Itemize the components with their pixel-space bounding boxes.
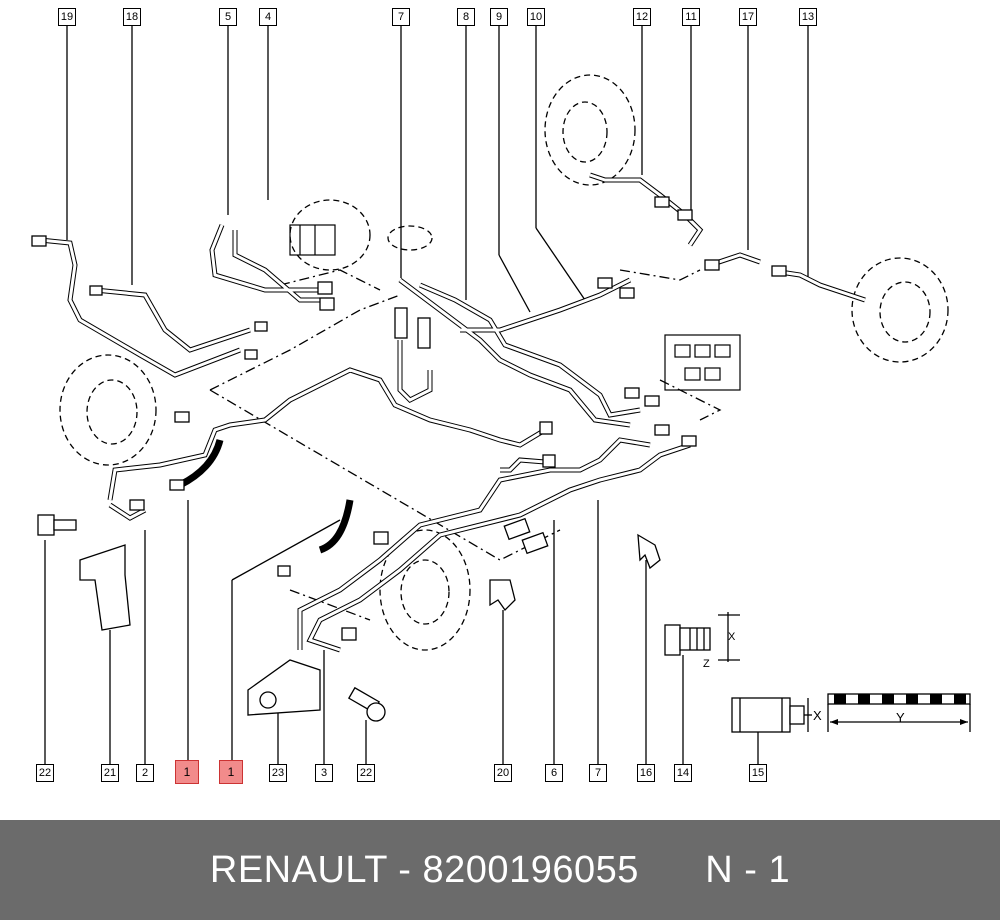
dimension-x-small: X	[728, 631, 736, 643]
brand-name: RENAULT	[209, 848, 388, 891]
callout-23: 23	[269, 764, 287, 782]
callout-6: 6	[545, 764, 563, 782]
callout-14: 14	[674, 764, 692, 782]
callout-9: 9	[490, 8, 508, 26]
callout-17: 17	[739, 8, 757, 26]
part-number-text: RENAULT - 8200196055 N - 1	[210, 849, 790, 892]
callout-19: 19	[58, 8, 76, 26]
callout-1-highlighted-b[interactable]: 1	[219, 760, 243, 784]
part-number-banner: RENAULT - 8200196055 N - 1	[0, 820, 1000, 920]
callout-22-left: 22	[36, 764, 54, 782]
callout-18: 18	[123, 8, 141, 26]
callout-2: 2	[136, 764, 154, 782]
callout-12: 12	[633, 8, 651, 26]
callout-20: 20	[494, 764, 512, 782]
dimension-y: Y	[896, 710, 905, 725]
callout-8: 8	[457, 8, 475, 26]
callout-21: 21	[101, 764, 119, 782]
callout-1-highlighted-a[interactable]: 1	[175, 760, 199, 784]
callout-3: 3	[315, 764, 333, 782]
brake-pipe-diagram	[31, 25, 971, 766]
dimension-x: X	[813, 708, 822, 723]
part-number: 8200196055	[422, 848, 639, 891]
callout-4: 4	[259, 8, 277, 26]
callout-11: 11	[682, 8, 700, 26]
callout-15: 15	[749, 764, 767, 782]
quantity-label: N - 1	[705, 848, 791, 891]
callout-16: 16	[637, 764, 655, 782]
separator: -	[387, 848, 423, 891]
callout-7-top: 7	[392, 8, 410, 26]
callout-7-bottom: 7	[589, 764, 607, 782]
callout-5: 5	[219, 8, 237, 26]
callout-10: 10	[527, 8, 545, 26]
spacer	[639, 849, 705, 891]
callout-13: 13	[799, 8, 817, 26]
dimension-z: Z	[703, 658, 710, 670]
callout-22-right: 22	[357, 764, 375, 782]
